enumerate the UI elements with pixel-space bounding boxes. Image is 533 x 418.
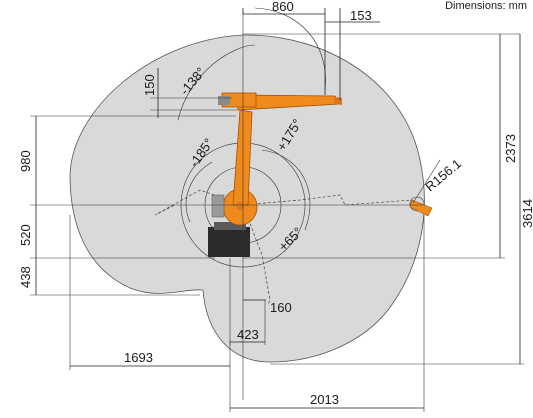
radius-156-label: R156.1 [422,156,464,194]
r156-leader [412,159,441,204]
robot-wrist [334,97,342,105]
inner-arc-top [177,44,256,121]
inner-arc-axis2 [185,161,213,223]
dim-2013: 2013 [310,392,339,407]
dashed-arm-right [242,194,413,206]
robot-joint [236,202,244,210]
robot-motor-top [218,96,230,105]
dim-150: 150 [142,74,157,96]
flange-detail [409,159,441,217]
dim-423: 423 [237,327,259,342]
dim-1693: 1693 [124,350,153,365]
robot-graphic [208,92,342,257]
robot-motor [211,194,225,218]
robot-base [208,227,250,257]
dim-2373: 2373 [503,134,518,163]
dim-160: 160 [270,300,292,315]
flange-tool [409,199,433,217]
dim-438: 438 [18,266,33,288]
dim-860: 860 [272,0,294,14]
inner-arc-axis3 [261,149,311,231]
dim-520: 520 [18,224,33,246]
units-note: Dimensions: mm [445,0,527,12]
dim-153: 153 [350,8,372,23]
robot-base-plate [214,222,246,230]
dim-3614: 3614 [520,199,533,228]
dashed-arm-down [242,204,271,306]
dim-980: 980 [18,150,33,172]
